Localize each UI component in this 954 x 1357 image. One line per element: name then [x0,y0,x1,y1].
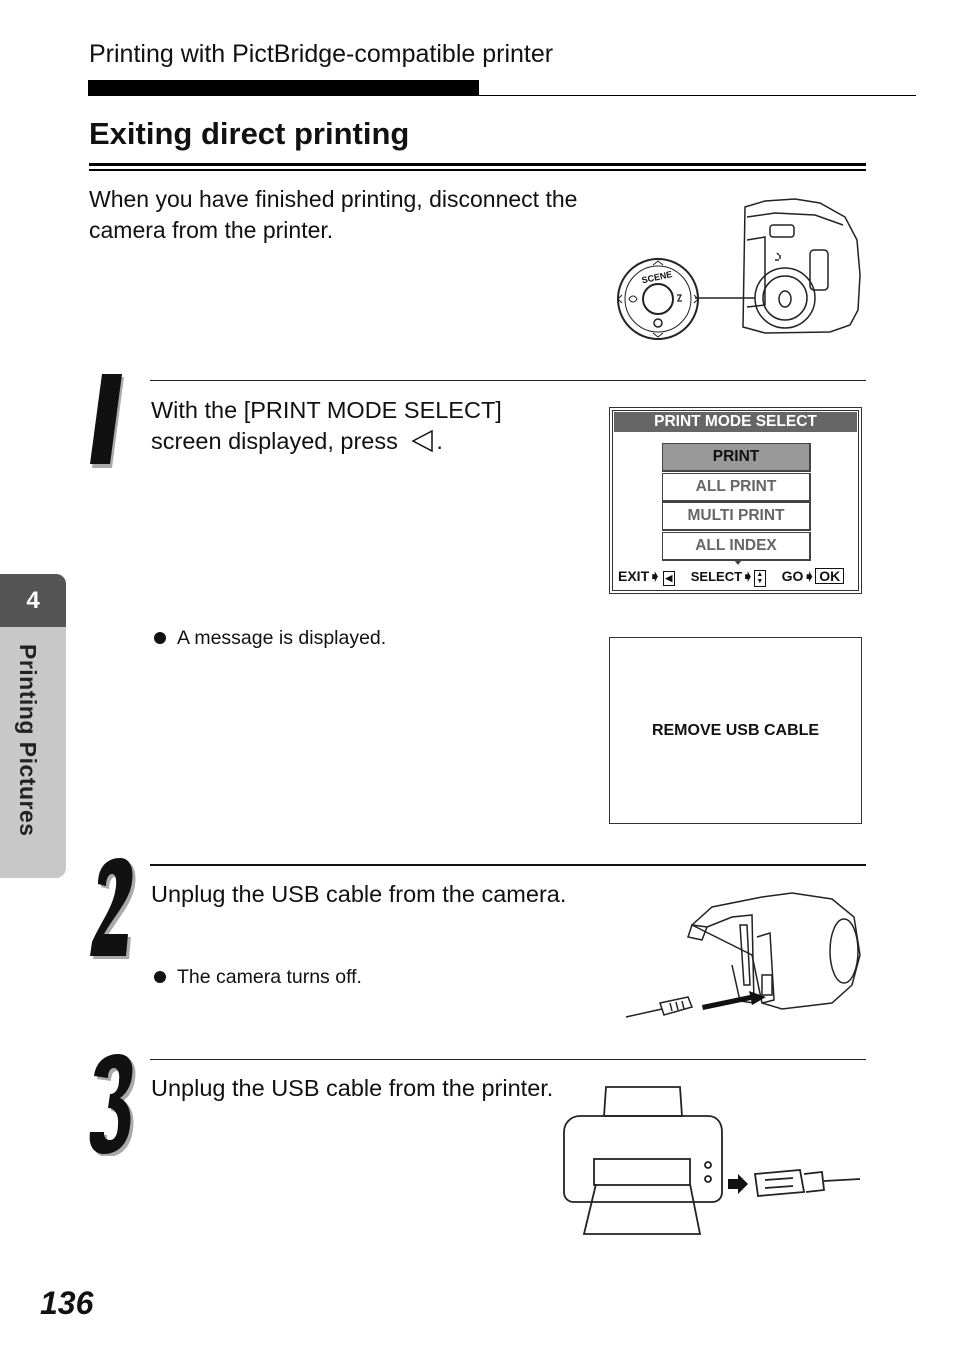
printer-usb-illustration [563,1086,861,1235]
dial-scene-label: SCENE [641,269,673,285]
intro-text: When you have finished printing, disconn… [89,186,578,243]
select-arrow-icon: ➧ [742,568,754,584]
step-2-bullet: The camera turns off. [154,966,362,989]
exit-arrow-icon: ➧ [649,568,661,584]
title-rule [89,163,866,166]
page-number: 136 [40,1285,94,1321]
section-heading: Printing with PictBridge-compatible prin… [89,40,554,68]
step-3-text: Unplug the USB cable from the printer. [151,1075,554,1101]
print-mode-select-screen: PRINT MODE SELECT PRINT ALL PRINT MULTI … [609,407,862,594]
step-2-text: Unplug the USB cable from the camera. [151,881,567,907]
page-title: Exiting direct printing [89,116,410,151]
scroll-down-icon [734,560,742,565]
chapter-label: Printing Pictures [15,644,41,837]
lcd-item-print: PRINT [662,443,811,472]
chapter-tab: 4 Printing Pictures [0,574,66,878]
step-1-number [90,374,124,468]
left-button-icon: ◀ [662,571,675,586]
camera-back-illustration: SCENE [617,198,861,340]
lcd-select-label: SELECT [690,569,743,584]
header-rule [479,95,916,96]
go-arrow-icon: ➧ [803,568,816,584]
step-1-text: With the [PRINT MODE SELECT] screen disp… [151,397,502,454]
message-screen: REMOVE USB CABLE [609,637,862,824]
lcd-title: PRINT MODE SELECT [614,412,857,432]
lcd-item-multi-print: MULTI PRINT [662,502,811,531]
lcd-exit-label: EXIT [618,568,650,584]
message-text: REMOVE USB CABLE [651,722,820,739]
title-rule-lower [89,169,866,171]
chapter-number: 4 [0,574,66,627]
ok-button-icon: OK [815,568,845,584]
step-3-rule [150,1059,866,1060]
step-1-bullet: A message is displayed. [154,627,386,650]
step-1-rule [150,380,866,381]
step-2-rule [150,864,866,866]
step-3-number [89,1054,136,1156]
lcd-item-all-print: ALL PRINT [662,473,811,502]
camera-usb-illustration [625,892,861,1018]
lcd-go-label: GO [781,568,804,584]
header-bar [88,80,479,96]
lcd-item-all-index: ALL INDEX [662,532,811,561]
updown-button-icon: ▲▼ [753,570,766,587]
lcd-footer: EXIT➧◀ SELECT➧▲▼ GO➧OK [618,568,858,587]
left-arrow-icon [411,429,434,453]
step-2-number [90,858,136,959]
